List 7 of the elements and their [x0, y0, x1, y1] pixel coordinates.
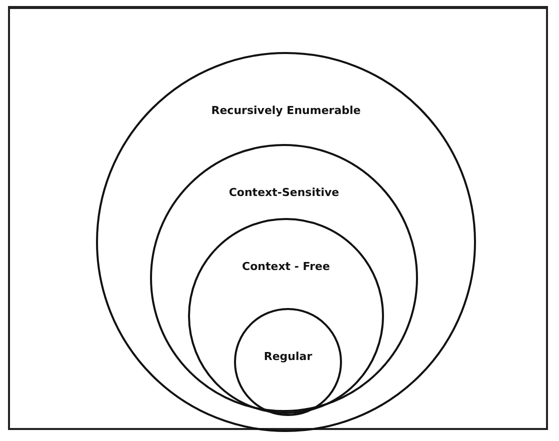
- set-circle: [96, 52, 476, 432]
- set-circle: [234, 308, 342, 416]
- set-circle: [188, 218, 384, 414]
- set-label: Context - Free: [242, 260, 330, 273]
- set-label: Recursively Enumerable: [211, 104, 361, 117]
- set-label: Context-Sensitive: [228, 186, 340, 199]
- set-label: Regular: [264, 350, 312, 363]
